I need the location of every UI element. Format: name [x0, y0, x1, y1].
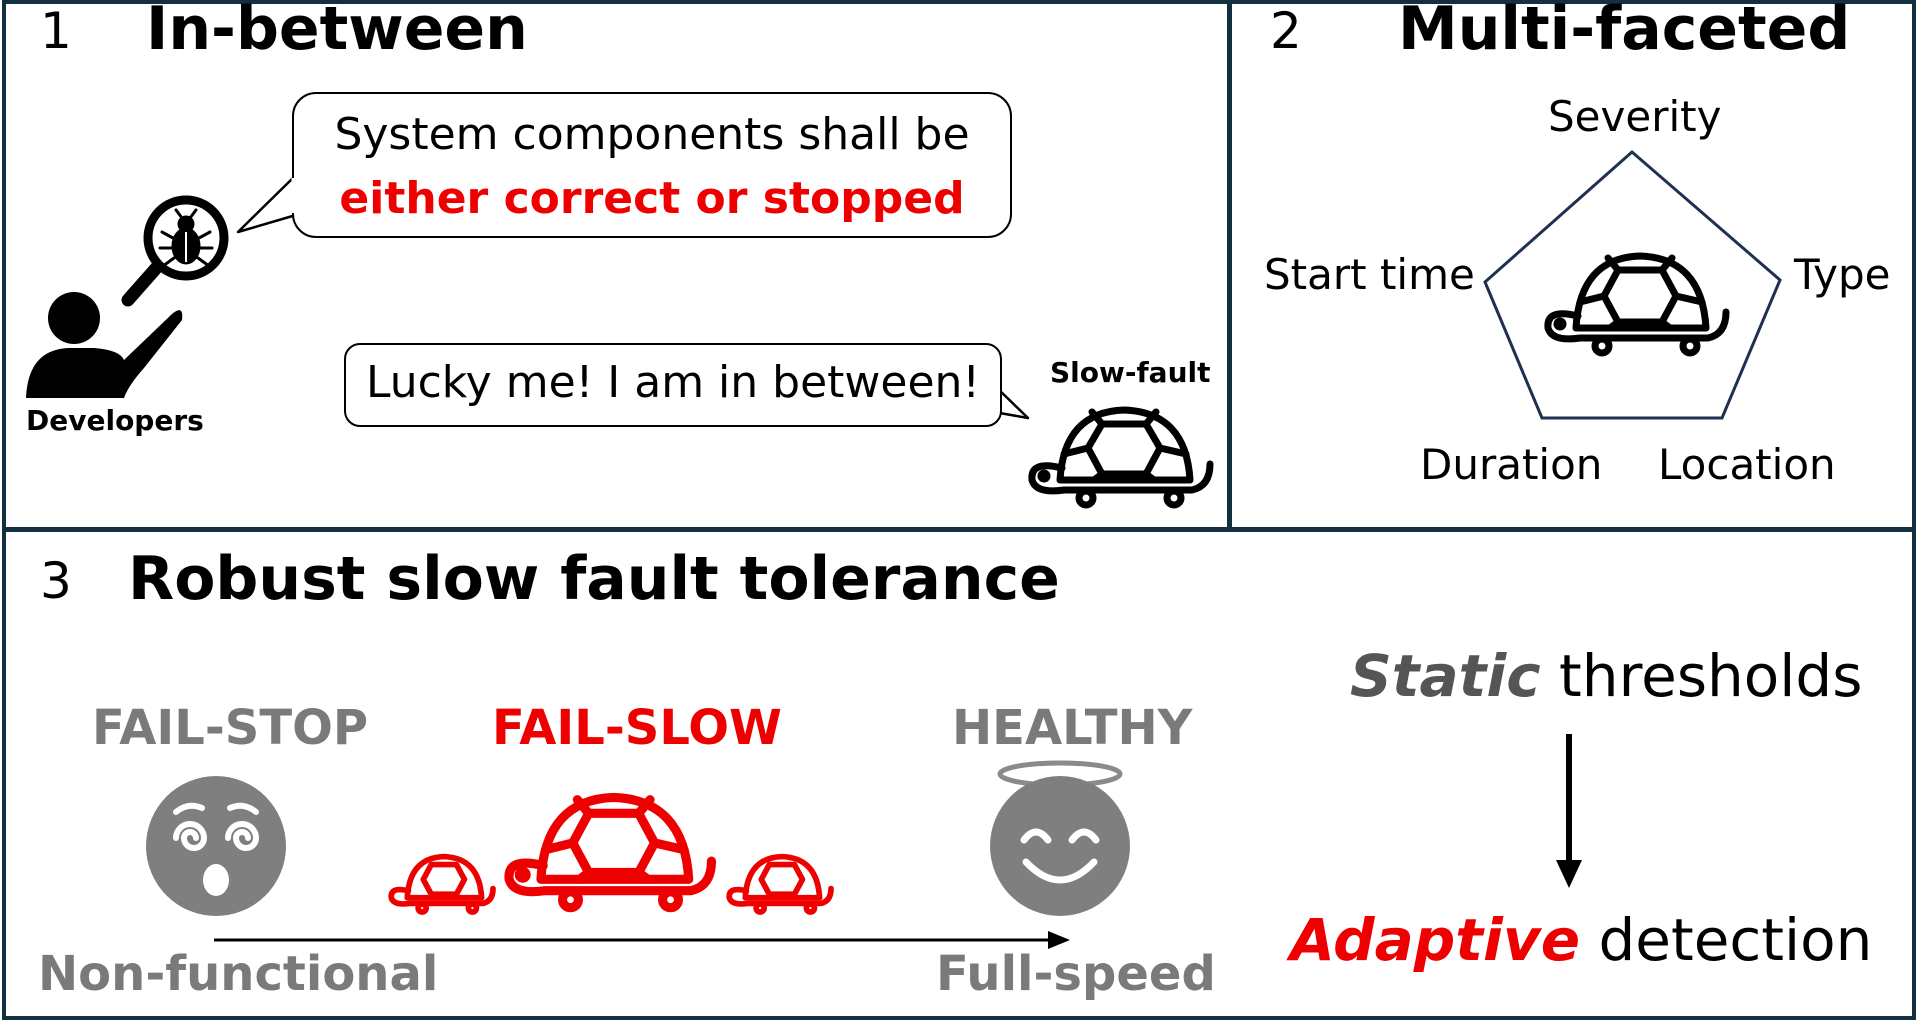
reply-bubble-tail-seam — [993, 388, 999, 410]
speech-line-2: either correct or stopped — [339, 173, 965, 224]
panel2-number: 2 — [1270, 2, 1302, 60]
developers-label: Developers — [26, 404, 204, 437]
panel2-title: Multi-faceted — [1398, 0, 1851, 64]
facet-location: Location — [1658, 440, 1836, 489]
facet-start-time: Start time — [1264, 250, 1475, 299]
axis-start-label: Non-functional — [38, 946, 439, 1002]
happy-face-icon — [990, 760, 1130, 916]
panel-divider-vertical — [1227, 0, 1232, 530]
facet-pentagon — [1483, 150, 1782, 420]
axis-end-label: Full-speed — [936, 946, 1216, 1002]
fail-slow-label: FAIL-SLOW — [492, 700, 782, 756]
down-arrow — [1556, 734, 1582, 888]
dizzy-face-icon — [146, 776, 286, 916]
facet-type: Type — [1794, 250, 1891, 299]
speech-bubble-developers: System components shall be either correc… — [292, 92, 1012, 238]
speed-axis-arrow — [214, 931, 1070, 949]
facet-severity: Severity — [1548, 92, 1722, 141]
magnifier-bug-icon — [121, 195, 229, 307]
adaptive-word: Adaptive — [1290, 906, 1581, 974]
panel3-title: Robust slow fault tolerance — [128, 544, 1060, 614]
turtle-icon — [1544, 252, 1730, 357]
static-word: Static — [1350, 642, 1541, 710]
static-thresholds-label: Static thresholds — [1350, 642, 1862, 710]
reply-bubble-turtle: Lucky me! I am in between! — [344, 343, 1002, 427]
fail-stop-label: FAIL-STOP — [92, 700, 369, 756]
thresholds-word: thresholds — [1540, 642, 1863, 710]
speech-line-1: System components shall be — [334, 109, 970, 160]
panel1-number: 1 — [40, 2, 72, 60]
speech-bubble-tail-seam — [291, 178, 297, 213]
developer-icon — [26, 292, 183, 398]
slow-fault-label: Slow-fault — [1050, 356, 1211, 389]
turtle-icon — [504, 792, 716, 913]
turtle-icon — [388, 853, 496, 915]
facet-duration: Duration — [1420, 440, 1603, 489]
adaptive-detection-label: Adaptive detection — [1290, 906, 1872, 974]
panel3-number: 3 — [40, 552, 72, 610]
turtle-icon — [726, 853, 834, 915]
healthy-label: HEALTHY — [952, 700, 1193, 756]
detection-word: detection — [1580, 906, 1873, 974]
panel-divider-horizontal — [2, 527, 1916, 532]
panel1-title: In-between — [146, 0, 528, 64]
turtle-icon — [1028, 406, 1214, 509]
